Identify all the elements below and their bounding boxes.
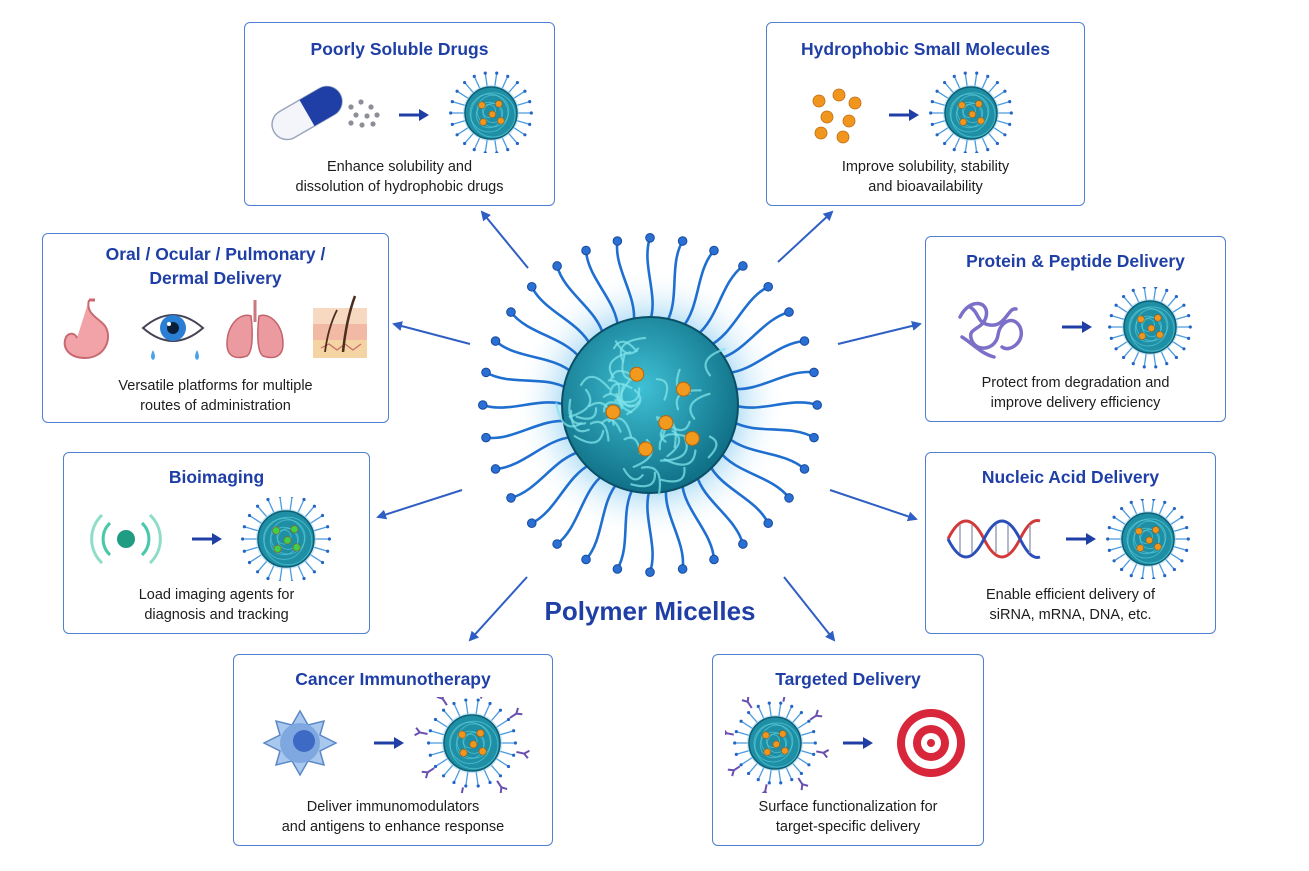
card-description: Enhance solubility and dissolution of hy… <box>295 159 504 195</box>
arrow-to-poorly-soluble <box>480 210 529 269</box>
immune-cell-to-micelle-illustration <box>262 697 530 793</box>
card-title: Poorly Soluble Drugs <box>310 39 489 59</box>
card-cancer-immunotherapy: Cancer Immunotherapy Deliver immunomodul… <box>233 654 553 846</box>
arrow-right-icon <box>889 109 919 121</box>
mini-micelle-icon <box>449 71 533 153</box>
card-description: Protect from degradation and improve del… <box>981 375 1170 411</box>
nucleic-acid-to-micelle-illustration <box>946 499 1190 579</box>
card-title: Protein & Peptide Delivery <box>966 251 1185 271</box>
dna-helix-icon <box>946 519 1041 559</box>
arrow-to-nucleic <box>829 489 918 522</box>
arrow-right-icon <box>374 737 404 749</box>
card-title: Hydrophobic Small Molecules <box>801 39 1050 59</box>
targeted-micelle-illustration <box>725 697 965 793</box>
mini-micelle-icon <box>414 697 530 793</box>
arrow-to-targeted <box>783 576 836 642</box>
card-description: Deliver immunomodulators and antigens to… <box>281 799 505 835</box>
arrow-right-icon <box>1062 321 1092 333</box>
arrow-to-protein <box>837 321 922 345</box>
arrow-right-icon <box>843 737 873 749</box>
arrow-right-icon <box>1066 533 1096 545</box>
card-title: Nucleic Acid Delivery <box>981 467 1160 487</box>
lungs-icon <box>226 300 284 359</box>
imaging-agent-illustration <box>90 497 331 581</box>
eye-icon <box>141 314 205 360</box>
skin-icon <box>313 295 367 358</box>
arrow-right-icon <box>192 533 222 545</box>
polymer-micelle-illustration <box>478 233 823 578</box>
card-description: Improve solubility, stability and bioava… <box>841 159 1010 195</box>
imaging-signal-icon <box>90 513 162 565</box>
card-description: Load imaging agents for diagnosis and tr… <box>138 587 295 623</box>
hub-title: Polymer Micelles <box>544 596 756 626</box>
immune-cell-icon <box>262 709 338 777</box>
protein-to-micelle-illustration <box>958 287 1192 369</box>
card-bioimaging: Bioimaging Load imaging agents for diagn… <box>63 452 370 634</box>
card-description: Versatile platforms for multiple routes … <box>118 378 313 414</box>
mini-micelle-icon <box>241 497 331 581</box>
molecule-to-micelle-illustration <box>812 71 1013 153</box>
capsule-icon <box>271 85 343 141</box>
card-protein-peptide-delivery: Protein & Peptide Delivery Protect from … <box>925 236 1226 422</box>
card-hydrophobic-small-molecules: Hydrophobic Small Molecules Improve solu… <box>766 22 1085 206</box>
card-routes-of-administration: Oral / Ocular / Pulmonary / Dermal Deliv… <box>42 233 389 423</box>
mini-micelle-icon <box>1108 287 1192 369</box>
protein-icon <box>958 301 1024 359</box>
arrow-right-icon <box>399 109 429 121</box>
card-title: Targeted Delivery <box>775 669 921 689</box>
arrow-to-hydrophobic <box>777 210 834 263</box>
arrow-to-immuno <box>468 576 528 642</box>
card-title: Cancer Immunotherapy <box>295 669 491 689</box>
target-icon <box>897 709 965 777</box>
mini-micelle-icon <box>929 71 1013 153</box>
mini-micelle-icon <box>1106 499 1190 579</box>
mini-micelle-icon <box>725 697 830 793</box>
card-nucleic-acid-delivery: Nucleic Acid Delivery Enable efficient d… <box>925 452 1216 634</box>
drug-to-micelle-illustration <box>271 71 533 153</box>
card-poorly-soluble-drugs: Poorly Soluble Drugs Enhance solubility … <box>244 22 555 206</box>
arrow-to-bioimaging <box>376 489 463 520</box>
card-description: Enable efficient delivery of siRNA, mRNA… <box>985 587 1155 623</box>
arrow-to-routes <box>392 321 471 345</box>
card-description: Surface functionalization for target-spe… <box>758 799 938 835</box>
small-molecules-icon <box>812 88 862 144</box>
routes-illustration <box>63 295 367 360</box>
stomach-icon <box>63 298 110 360</box>
card-title: Oral / Ocular / Pulmonary / Dermal Deliv… <box>105 244 326 288</box>
card-targeted-delivery: Targeted Delivery Surface functionalizat… <box>712 654 984 846</box>
card-title: Bioimaging <box>168 467 265 487</box>
drug-particles-icon <box>348 99 380 128</box>
